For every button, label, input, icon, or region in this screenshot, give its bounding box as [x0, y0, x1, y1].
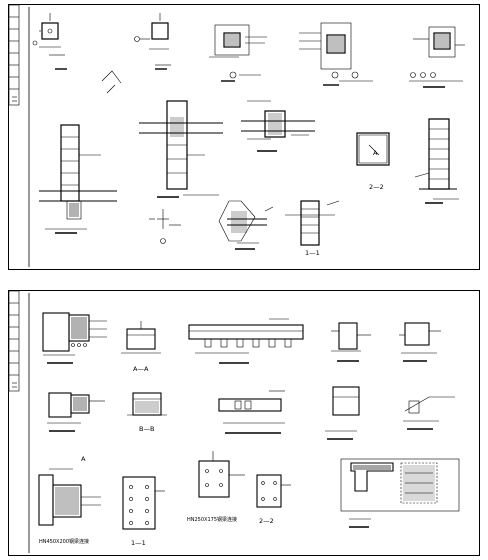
section-a-a-drawing	[121, 321, 161, 354]
small-detail-symbol	[149, 209, 181, 244]
drawing-sheet-top: 2—2 1—1 A	[8, 4, 480, 270]
beam-splice-detail-2	[47, 392, 105, 424]
section-b-b-drawing	[127, 392, 167, 416]
caption-placeholders-top	[55, 68, 445, 250]
composite-slab-detail	[340, 458, 460, 520]
drawing-canvas-bottom: A—A B—B 1—1 2—2 HN450X200钢梁连接 HN250X175钢…	[9, 291, 460, 553]
connection-detail-right-3	[325, 386, 360, 432]
hn250-beam-connection	[198, 451, 245, 498]
section-label-2-2: 2—2	[369, 183, 384, 191]
encased-section-detail-a	[209, 24, 267, 79]
drawing-sheet-bottom: A—A B—B 1—1 2—2 HN450X200钢梁连接 HN250X175钢…	[8, 290, 480, 556]
title-strip-bottom	[9, 291, 20, 392]
hatch-fills-bottom	[55, 317, 435, 515]
connection-detail-right-1	[331, 322, 371, 352]
hn450-beam-connection	[38, 468, 101, 526]
drawing-canvas-top: 2—2 1—1 A	[9, 5, 465, 267]
connection-detail-right-2	[399, 322, 441, 354]
column-section-detail-1	[32, 13, 65, 56]
column-section-detail-2	[101, 13, 171, 94]
encased-section-detail-b	[299, 22, 373, 82]
column-elevation-left	[39, 124, 117, 230]
section-label-a-a: A—A	[133, 365, 149, 373]
section-1-1-bolt-plate	[122, 476, 165, 530]
caption-hn250-connection: HN250X175钢梁连接	[187, 516, 237, 523]
long-beam-elevation	[188, 318, 304, 354]
section-label-1-1: 1—1	[305, 249, 320, 257]
section-label-2-2-bottom: 2—2	[259, 517, 274, 525]
hatch-fills-top	[69, 34, 449, 233]
encased-section-detail-c	[409, 26, 465, 82]
beam-column-joint-b	[241, 100, 315, 140]
beam-web-splice-detail	[218, 390, 285, 424]
section-1-1-drawing	[285, 200, 340, 246]
section-2-2-drawing	[356, 132, 390, 166]
haunch-joint-detail	[218, 200, 274, 244]
connection-detail-right-4	[403, 396, 455, 422]
mark-label-a-bottom: A	[81, 455, 86, 463]
mark-label-a: A	[373, 149, 378, 157]
caption-placeholders-bottom	[47, 360, 433, 528]
section-label-b-b: B—B	[139, 425, 154, 433]
section-label-1-1-bottom: 1—1	[131, 539, 146, 547]
column-elevation-right	[414, 118, 459, 200]
beam-column-joint-a	[139, 100, 223, 196]
title-strip-top	[9, 5, 20, 106]
section-2-2-bolt-plate	[256, 474, 291, 508]
beam-splice-detail-1	[42, 312, 107, 356]
caption-hn450-connection: HN450X200钢梁连接	[39, 538, 89, 545]
